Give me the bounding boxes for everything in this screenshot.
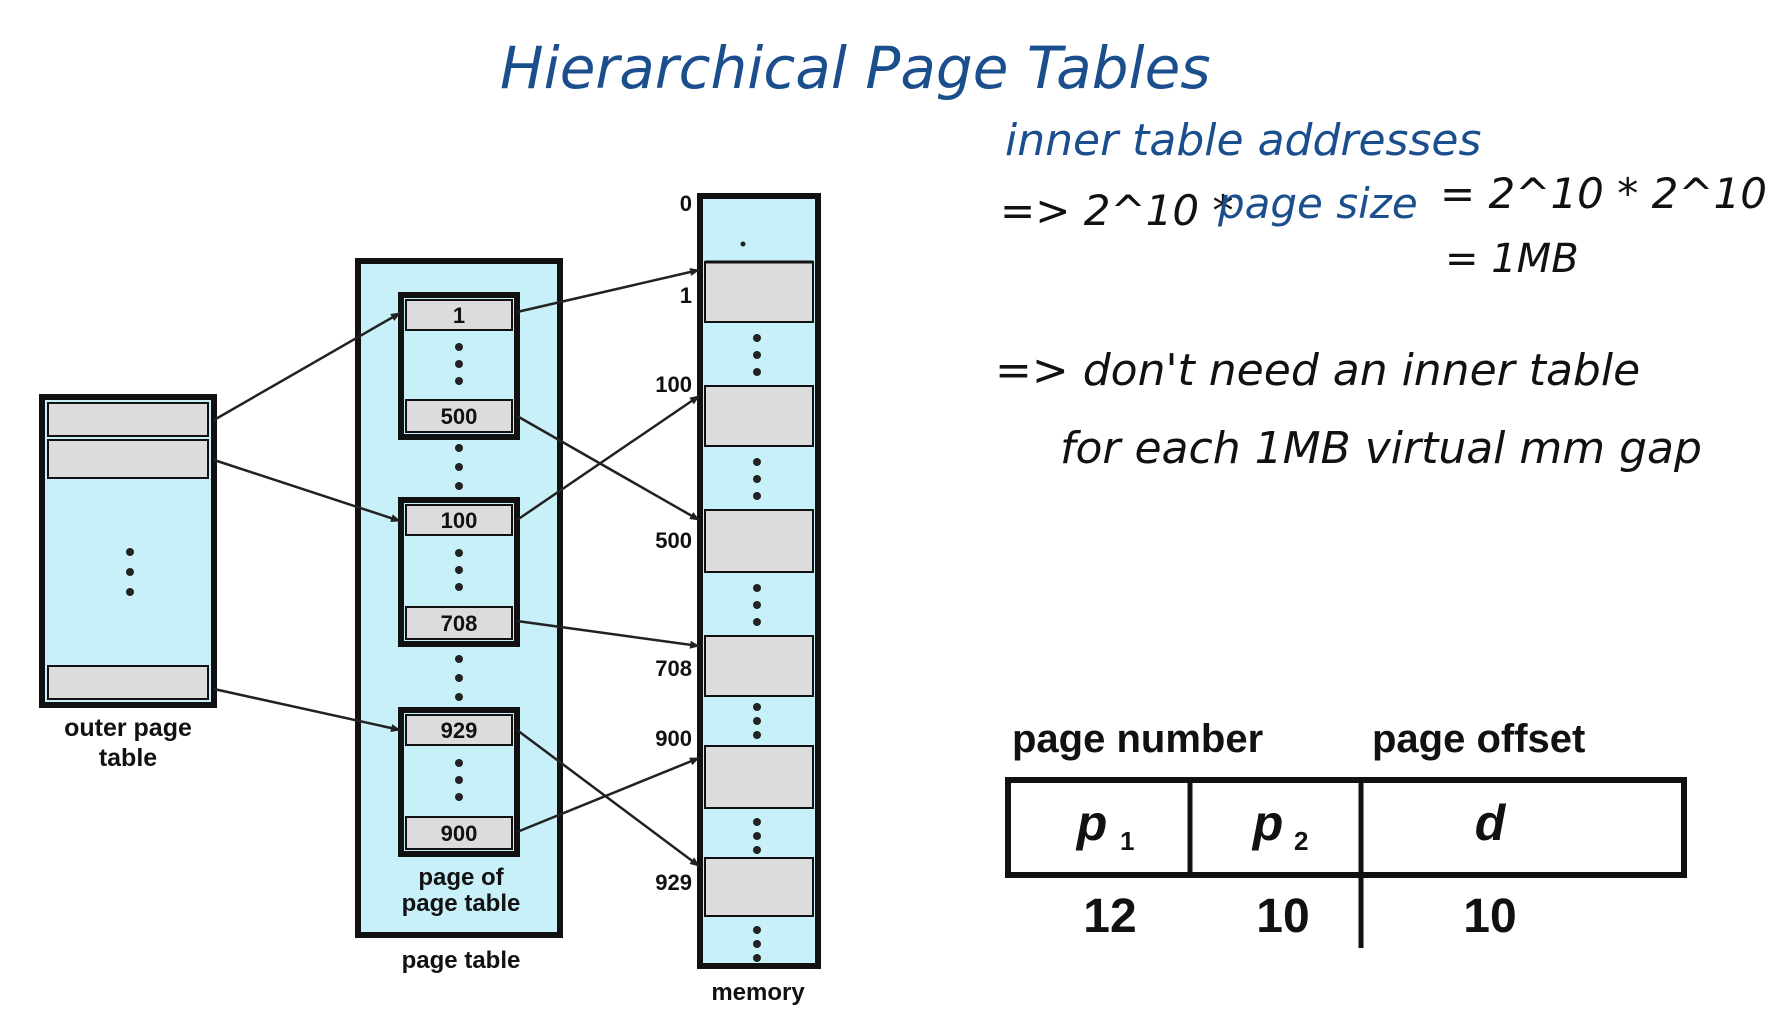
note-calc-prefix: => 2^10 * [1000, 186, 1233, 235]
mapping-arrows [213, 268, 700, 868]
field-p1: p 1 [1075, 795, 1135, 856]
page-table-label: page table [402, 947, 521, 974]
memory-address-100: 100 [655, 372, 692, 397]
note-inner-table-addresses: inner table addresses [1005, 115, 1481, 166]
note-virtual-gap: for each 1MB virtual mm gap [1060, 423, 1702, 474]
page-offset-label: page offset [1372, 717, 1585, 761]
outer-page-table [39, 394, 217, 708]
memory-address-900: 900 [655, 726, 692, 751]
memory-address-929: 929 [655, 870, 692, 895]
svg-text:p: p [1251, 795, 1284, 851]
note-calc-suffix: = 2^10 * 2^10 [1440, 169, 1767, 218]
inner-page-table-1 [398, 292, 520, 440]
inner-table-2-entry-bottom: 708 [441, 611, 478, 636]
address-format-table [1005, 777, 1687, 948]
memory-address-708: 708 [655, 656, 692, 681]
svg-text:p: p [1075, 795, 1108, 851]
inner-table-2-entry-top: 100 [441, 508, 478, 533]
svg-text:d: d [1475, 795, 1507, 851]
field-d: d [1475, 795, 1507, 851]
outer-page-table-label: outer page [64, 714, 192, 742]
page-table-dots [455, 444, 463, 701]
note-page-size: page size [1217, 179, 1418, 228]
svg-text:2: 2 [1294, 826, 1308, 856]
memory-address-500: 500 [655, 528, 692, 553]
note-no-inner-table: => don't need an inner table [995, 345, 1640, 396]
inner-table-3-entry-bottom: 900 [441, 821, 478, 846]
memory-address-0: 0 [680, 191, 692, 216]
page-of-page-table-label-2: page table [402, 890, 521, 917]
inner-table-3-entry-top: 929 [441, 718, 478, 743]
inner-page-table-2 [398, 497, 520, 647]
note-1mb: = 1MB [1445, 236, 1579, 282]
memory-label: memory [711, 979, 805, 1006]
inner-table-1-entry-top: 1 [453, 303, 465, 328]
svg-text:1: 1 [1120, 826, 1134, 856]
page-number-label: page number [1012, 717, 1263, 761]
memory-dots [753, 334, 761, 962]
inner-table-1-entry-bottom: 500 [441, 404, 478, 429]
field-p2: p 2 [1251, 795, 1309, 856]
memory-address-1: 1 [680, 283, 692, 308]
outer-page-table-label-2: table [99, 744, 157, 772]
inner-page-table-3 [398, 707, 520, 857]
field-d-bits: 10 [1463, 890, 1516, 943]
field-p1-bits: 12 [1083, 890, 1136, 943]
field-p2-bits: 10 [1256, 890, 1309, 943]
page-title: Hierarchical Page Tables [500, 34, 1211, 102]
page-of-page-table-label: page of [418, 864, 504, 891]
